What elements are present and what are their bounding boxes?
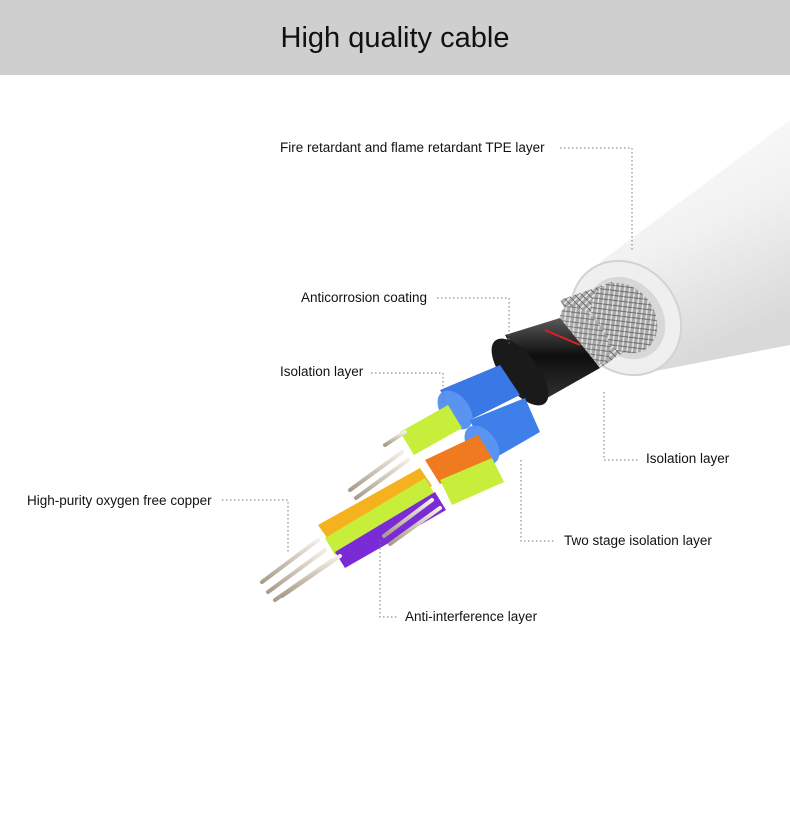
label-oxygen-free-copper: High-purity oxygen free copper	[27, 493, 212, 508]
leader-isolation-right	[603, 392, 640, 461]
label-isolation-layer-left: Isolation layer	[280, 364, 364, 379]
copper-conductors	[260, 430, 442, 602]
foil-layer	[491, 318, 600, 406]
label-anticorrosion-coating: Anticorrosion coating	[301, 290, 428, 305]
label-two-stage-isolation: Two stage isolation layer	[564, 533, 712, 548]
leader-copper	[222, 499, 289, 552]
leader-anti-interference	[379, 540, 398, 618]
label-anti-interference: Anti-interference layer	[405, 609, 538, 624]
label-tpe-layer: Fire retardant and flame retardant TPE l…	[280, 140, 545, 155]
leader-two-stage	[520, 460, 556, 542]
page-title: High quality cable	[280, 22, 510, 54]
leader-tpe	[560, 147, 633, 250]
cable-diagram	[222, 120, 790, 618]
braided-shield	[559, 282, 658, 368]
leader-lines	[222, 147, 640, 618]
label-isolation-layer-right: Isolation layer	[646, 451, 730, 466]
header-bar	[0, 0, 790, 75]
leader-anticorrosion	[437, 297, 510, 345]
leader-isolation-left	[371, 372, 444, 405]
